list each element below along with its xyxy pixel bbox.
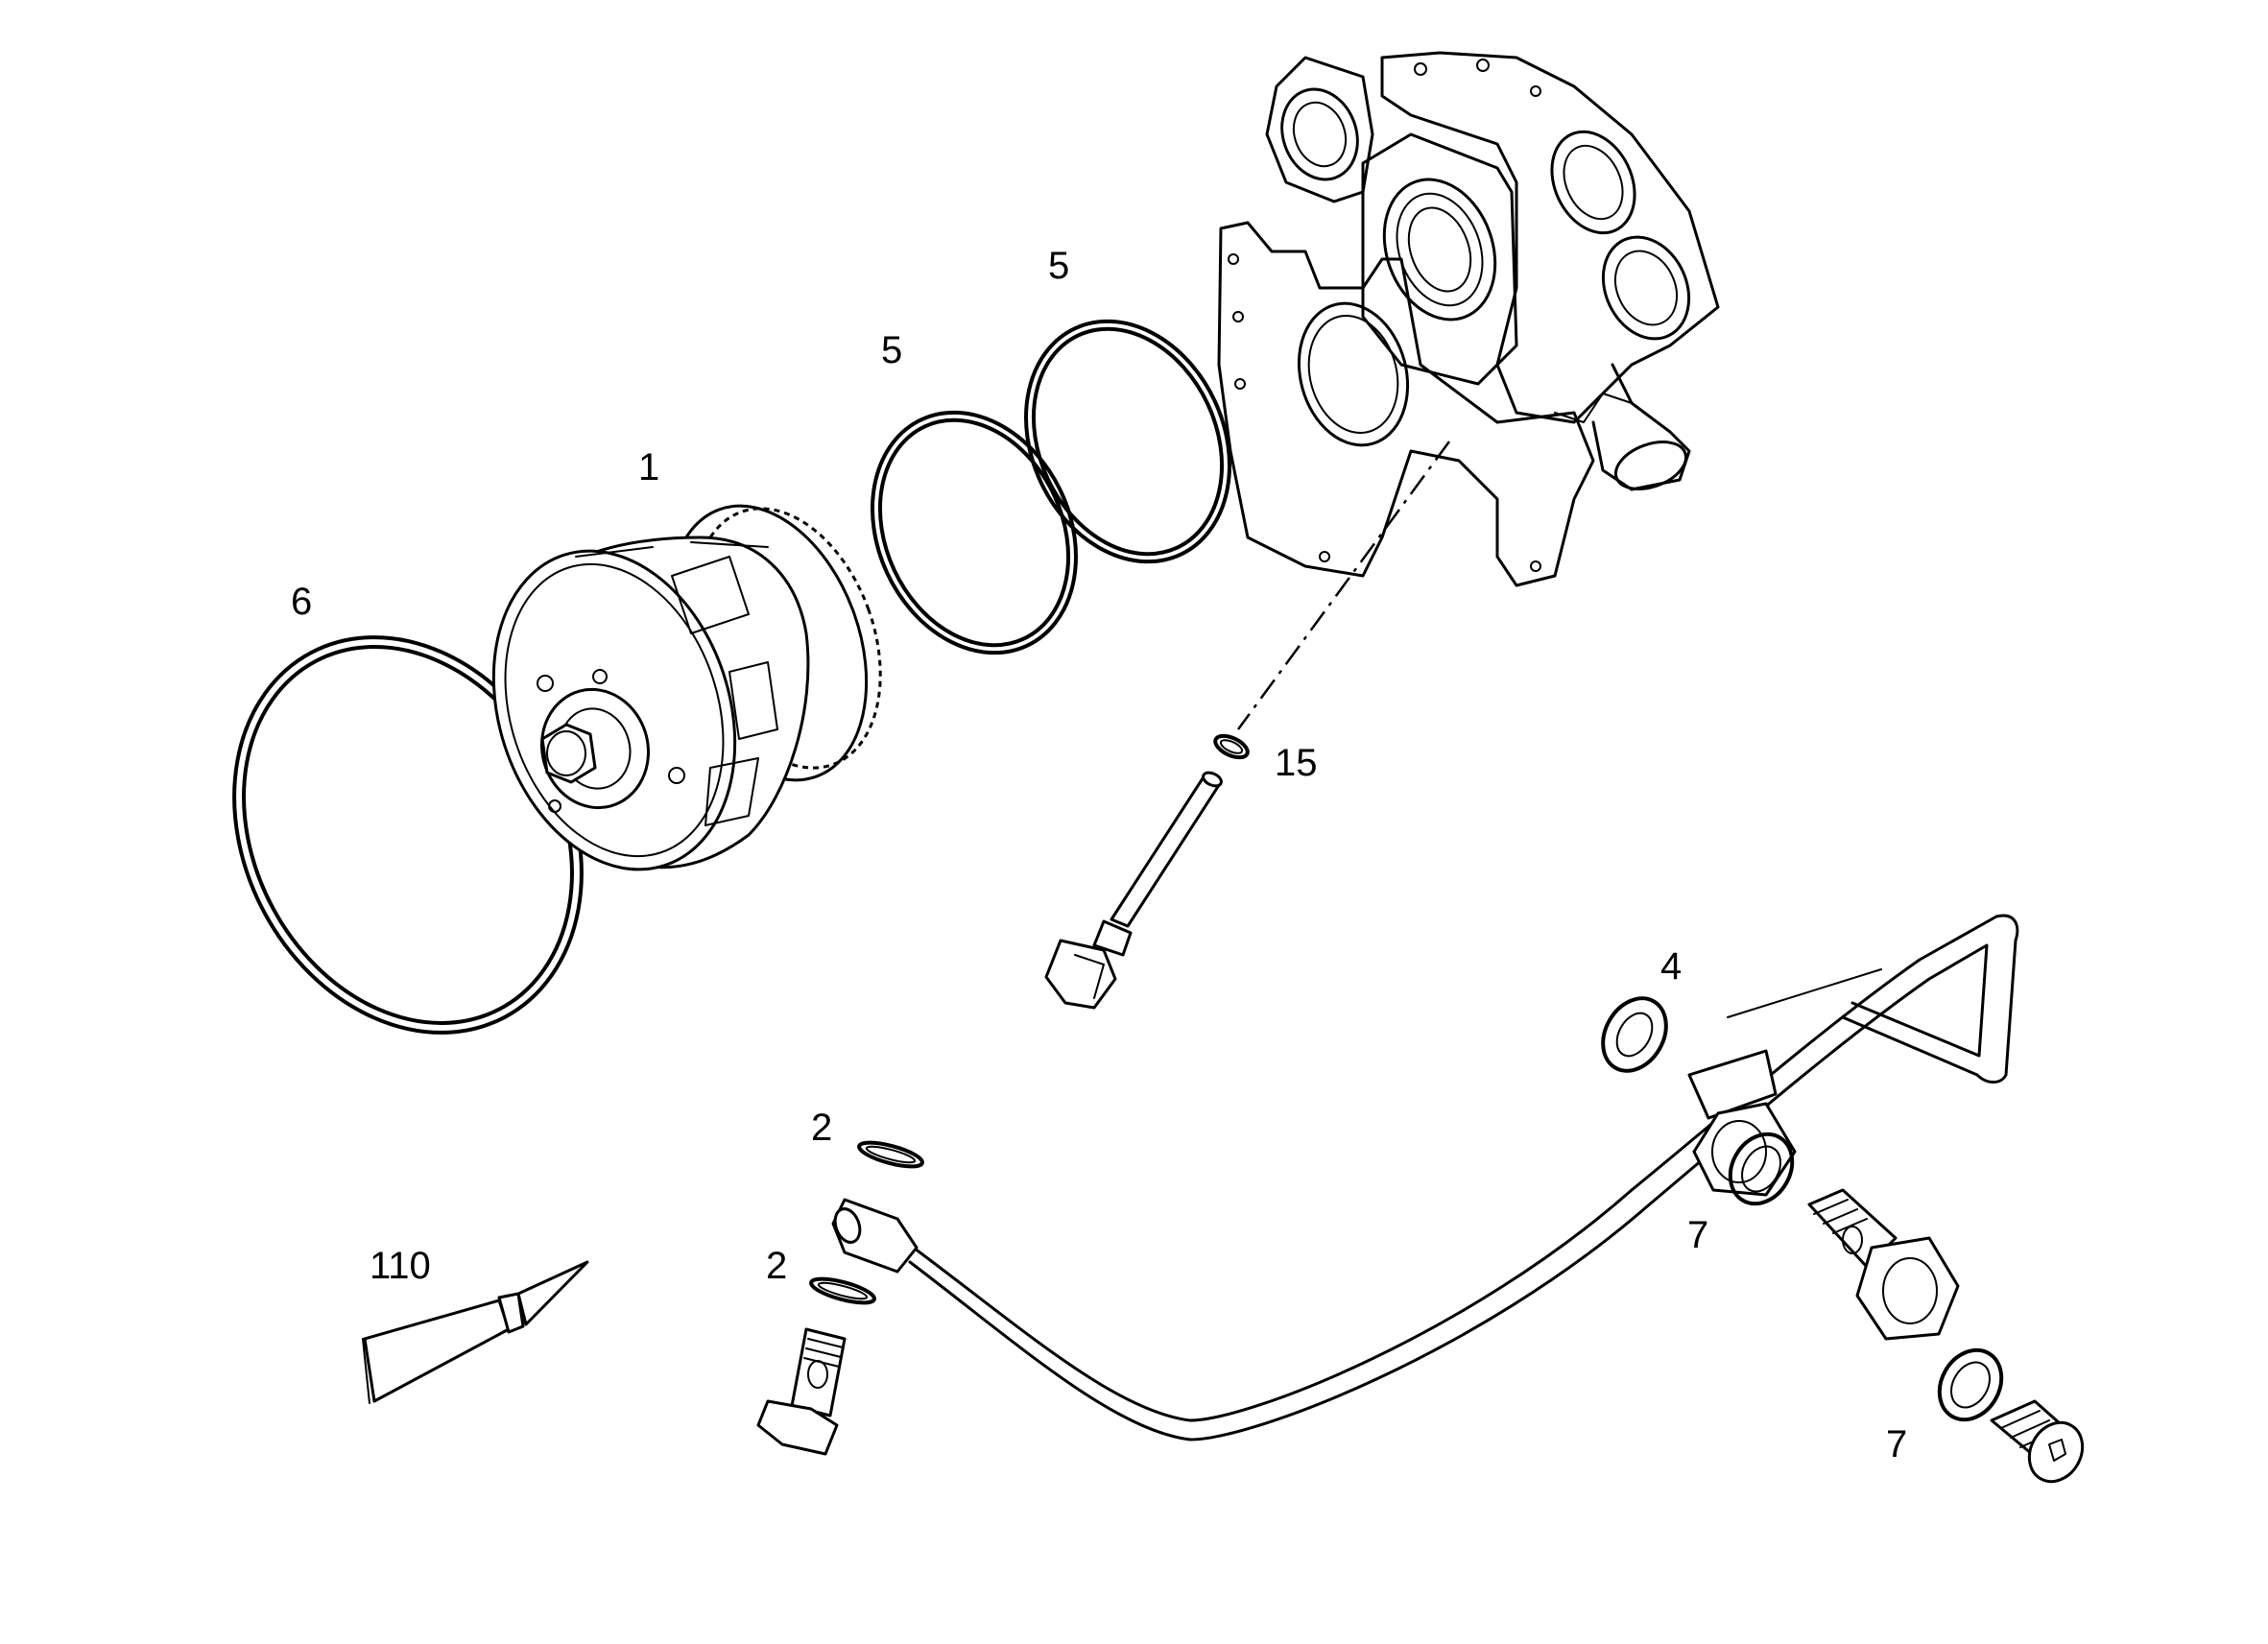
sealant-tube-110 [362,1260,589,1404]
pump-assembly-1 [491,504,882,871]
seal-ring-2-lower [809,1276,876,1305]
pipe-fitting [1044,771,1223,1010]
oil-pipe [831,914,2019,1441]
banjo-bolt-right [1807,1188,1960,1341]
o-ring-5-front [871,410,1078,655]
banjo-bolt-left [756,1327,847,1456]
o-ring-5-rear [1024,319,1231,564]
plug-screw [1990,1399,2085,1484]
callout-7-upper: 7 [1687,1214,1708,1256]
callout-15: 15 [1275,742,1318,784]
callout-5-front: 5 [881,329,902,371]
seal-ring-15 [1213,733,1250,760]
callout-5-rear: 5 [1048,245,1069,287]
seal-ring-2-upper [857,1140,924,1169]
engine-housing [1217,51,1720,587]
washer-7-lower [1937,1347,2004,1422]
callout-2-lower: 2 [766,1245,787,1287]
callout-6: 6 [291,581,312,623]
callout-2-upper: 2 [811,1107,832,1149]
callout-7-lower: 7 [1886,1423,1907,1465]
washer-4 [1601,996,1668,1073]
callout-110: 110 [370,1245,431,1287]
washer-7-upper [1728,1132,1795,1206]
leader-line [1236,441,1451,730]
callout-1: 1 [638,446,659,488]
callout-4: 4 [1660,945,1682,988]
